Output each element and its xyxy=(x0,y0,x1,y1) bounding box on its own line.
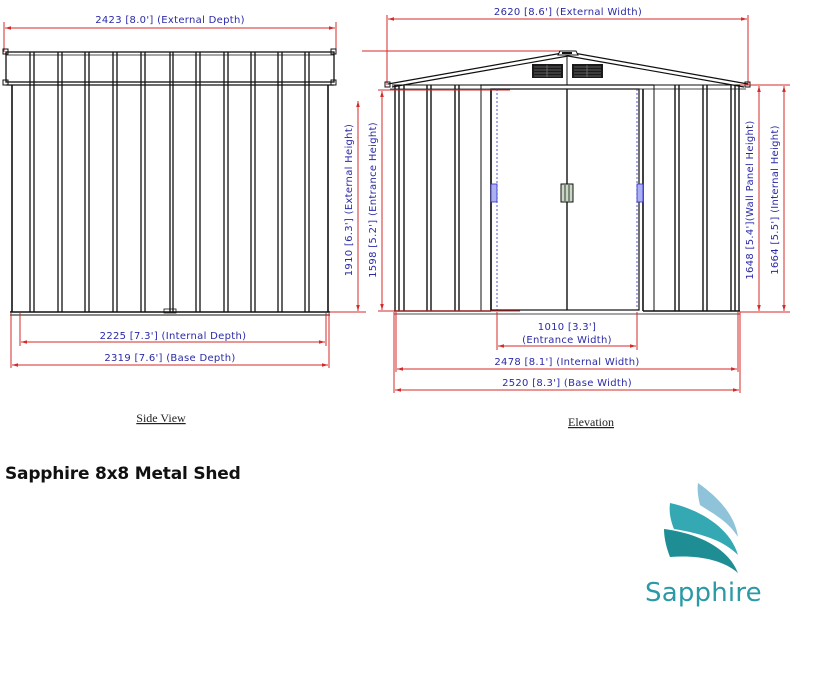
internal-width-label: 2478 [8.1'] (Internal Width) xyxy=(494,357,639,368)
elevation-caption: Elevation xyxy=(568,415,614,429)
side-view: 2423 [8.0'] (External Depth) xyxy=(2,15,366,425)
internal-depth-dimension: 2225 [7.3'] (Internal Depth) xyxy=(19,313,327,346)
wall-panel-height-dimension: 1648 [5.4'](Wall Panel Height) xyxy=(740,84,790,313)
door-handle xyxy=(560,183,574,203)
base-depth-label: 2319 [7.6'] (Base Depth) xyxy=(104,353,235,364)
base-width-label: 2520 [8.3'] (Base Width) xyxy=(502,378,632,389)
base-depth-dimension: 2319 [7.6'] (Base Depth) xyxy=(10,313,330,368)
internal-height-dimension: 1664 [5.5'] (Internal Height) xyxy=(770,86,786,311)
sapphire-logo-icon xyxy=(664,483,738,573)
entrance-width-dimension: 1010 [3.3'] (Entrance Width) xyxy=(496,312,638,350)
side-view-caption: Side View xyxy=(136,411,186,425)
wall-panel-height-label: 1648 [5.4'](Wall Panel Height) xyxy=(745,120,756,279)
base-width-dimension: 2520 [8.3'] (Base Width) xyxy=(393,312,741,393)
external-depth-dimension: 2423 [8.0'] (External Depth) xyxy=(3,15,337,52)
product-title: Sapphire 8x8 Metal Shed xyxy=(5,464,241,484)
external-width-label: 2620 [8.6'] (External Width) xyxy=(494,7,642,18)
entrance-width-label: (Entrance Width) xyxy=(522,335,612,346)
external-height-label: 1910 [6.3'] (External Height) xyxy=(344,124,355,277)
external-height-dimension: 1910 [6.3'] (External Height) xyxy=(330,101,366,313)
roof-vents xyxy=(532,64,603,78)
sapphire-logo-text: Sapphire xyxy=(645,578,762,608)
side-wall-panels xyxy=(6,52,334,316)
external-width-dimension: 2620 [8.6'] (External Width) xyxy=(386,7,749,85)
internal-height-label: 1664 [5.5'] (Internal Height) xyxy=(770,125,781,275)
entrance-height-label: 1598 [5.2'] (Entrance Height) xyxy=(368,122,379,278)
shed-technical-drawing: 2423 [8.0'] (External Depth) xyxy=(2,7,790,429)
internal-width-dimension: 2478 [8.1'] (Internal Width) xyxy=(395,312,739,372)
door-guides xyxy=(490,89,644,310)
entrance-width-value: 1010 [3.3'] xyxy=(538,322,596,333)
external-depth-label: 2423 [8.0'] (External Depth) xyxy=(95,15,245,26)
internal-depth-label: 2225 [7.3'] (Internal Depth) xyxy=(100,331,247,342)
entrance-height-dimension: 1598 [5.2'] (Entrance Height) xyxy=(368,89,520,312)
elevation-roof xyxy=(384,50,751,88)
elevation-view: 2620 [8.6'] (External Width) xyxy=(362,7,790,429)
